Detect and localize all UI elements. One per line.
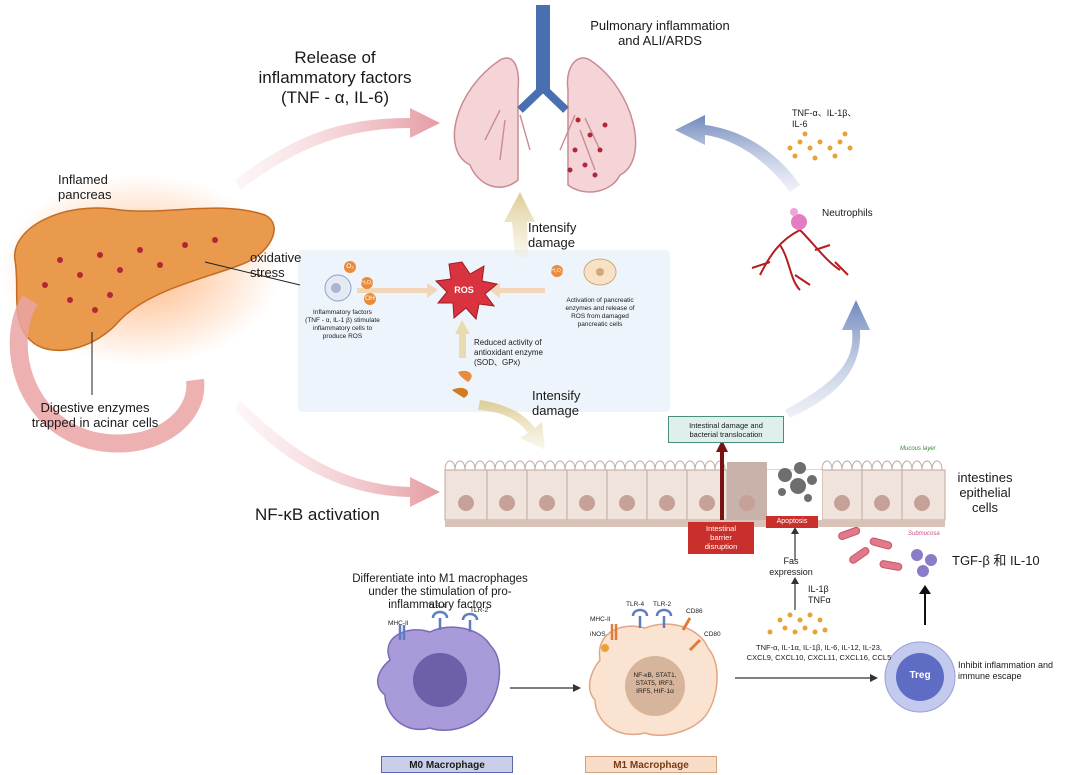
- pink-arrow-nfkb: [235, 400, 440, 507]
- m0-tlr4-label: TLR-4: [428, 603, 447, 610]
- nfkb-activation-label: NF-κB activation: [255, 505, 380, 524]
- tan-arrow-intestine: [478, 400, 545, 450]
- m1-cd86-label: CD86: [686, 608, 703, 615]
- inflamed-pancreas-label: Inflamed pancreas: [58, 172, 112, 202]
- ros-starburst: [434, 261, 499, 321]
- m0-macrophage-cell: [376, 610, 501, 731]
- inflammation-dots-pancreas: [42, 237, 218, 313]
- neutrophils-vessels: [751, 229, 849, 291]
- digestive-enzymes-label: Digestive enzymes trapped in acinar cell…: [31, 400, 159, 430]
- m1-macrophage-box: M1 Macrophage: [585, 756, 717, 773]
- inflammation-dots-lung: [567, 117, 608, 178]
- cytokines-top-label: TNF-α、IL-1β、 IL-6: [792, 108, 857, 129]
- m0-tlr2-label: TLR-2: [470, 607, 489, 614]
- reduced-activity-label: Reduced activity of antioxidant enzyme (…: [474, 338, 543, 367]
- m1-inos-label: iNOS: [590, 631, 606, 638]
- intestines-epithelial-label: intestines epithelial cells: [957, 470, 1013, 515]
- oh-label: OH: [365, 295, 375, 302]
- tgf-il10-label: TGF-β 和 IL-10: [952, 553, 1040, 568]
- ros-label: ROS: [454, 285, 474, 295]
- pink-arrow-release: [235, 108, 440, 190]
- tgf-il10-molecules: [911, 549, 937, 577]
- intensify-damage-bottom-label: Intensify damage: [532, 388, 581, 418]
- h2o2-label-a: H₂O₂: [361, 280, 373, 286]
- release-factors-label: Release of inflammatory factors (TNF - α…: [258, 48, 412, 107]
- pulmonary-label: Pulmonary inflammation and ALI/ARDS: [590, 18, 730, 48]
- apoptosis-box: Apoptosis: [766, 516, 818, 528]
- submucosa-label: Submucosa: [908, 531, 940, 537]
- intestinal-epithelium: [444, 440, 946, 527]
- intestinal-damage-box: Intestinal damage and bacterial transloc…: [668, 416, 784, 443]
- m1-macrophage-cell: [588, 608, 718, 736]
- m1-tlr2-label: TLR-2: [653, 601, 672, 608]
- cytokine-list-label: TNF-α, IL-1α, IL-1β, IL-6, IL-12, IL-23,…: [746, 643, 892, 662]
- blue-arrow-lungs: [675, 115, 800, 192]
- m1-mhc-label: MHC-II: [590, 616, 611, 623]
- intensify-damage-top-label: Intensify damage: [528, 220, 577, 250]
- barrier-disruption-box: Intestinal barrier disruption: [688, 522, 754, 554]
- oxidative-stress-label: oxidative stress: [250, 250, 302, 280]
- inflammatory-factors-ros-label: Inflammatory factors (TNF - α, IL-1 β) s…: [305, 309, 380, 340]
- bacteria: [838, 526, 903, 571]
- treg-cell-inner: [896, 653, 944, 701]
- inhibit-label: Inhibit inflammation and immune escape: [958, 660, 1054, 681]
- m0-macrophage-box: M0 Macrophage: [381, 756, 513, 773]
- o2-label: O₂: [346, 263, 354, 270]
- tan-arrow-lungs: [504, 192, 535, 258]
- m0-mhc-label: MHC-II: [388, 620, 409, 627]
- cytokine-dots-m1: [767, 612, 828, 635]
- lungs-illustration: [453, 5, 637, 193]
- apoptotic-fragments: [778, 462, 817, 502]
- differentiate-label: Differentiate into M1 macrophages under …: [352, 573, 528, 611]
- pancreatic-enzymes-label: Activation of pancreatic enzymes and rel…: [565, 297, 635, 328]
- h2o2-label-b: H₂O₂: [551, 268, 563, 274]
- mucous-layer-label: Mucous layer: [900, 446, 936, 452]
- m1-tlr4-label: TLR-4: [626, 601, 645, 608]
- neutrophils-label: Neutrophils: [822, 208, 873, 219]
- tan-arrow-up: [459, 332, 466, 358]
- cytokine-dots-top: [787, 131, 853, 161]
- pancreas-illustration: [0, 175, 301, 453]
- fas-expression-label: Fas expression: [769, 556, 813, 577]
- m1-cd80-label: CD80: [704, 631, 721, 638]
- treg-label: Treg: [909, 670, 931, 681]
- m1-nucleus-label: NF-κB, STAT1, STAT5, IRF3, IRF5, HIF-1α: [633, 672, 677, 695]
- il1b-tnfa-label: IL-1β TNFα: [808, 584, 831, 605]
- blue-arrow-neutrophils: [785, 300, 870, 418]
